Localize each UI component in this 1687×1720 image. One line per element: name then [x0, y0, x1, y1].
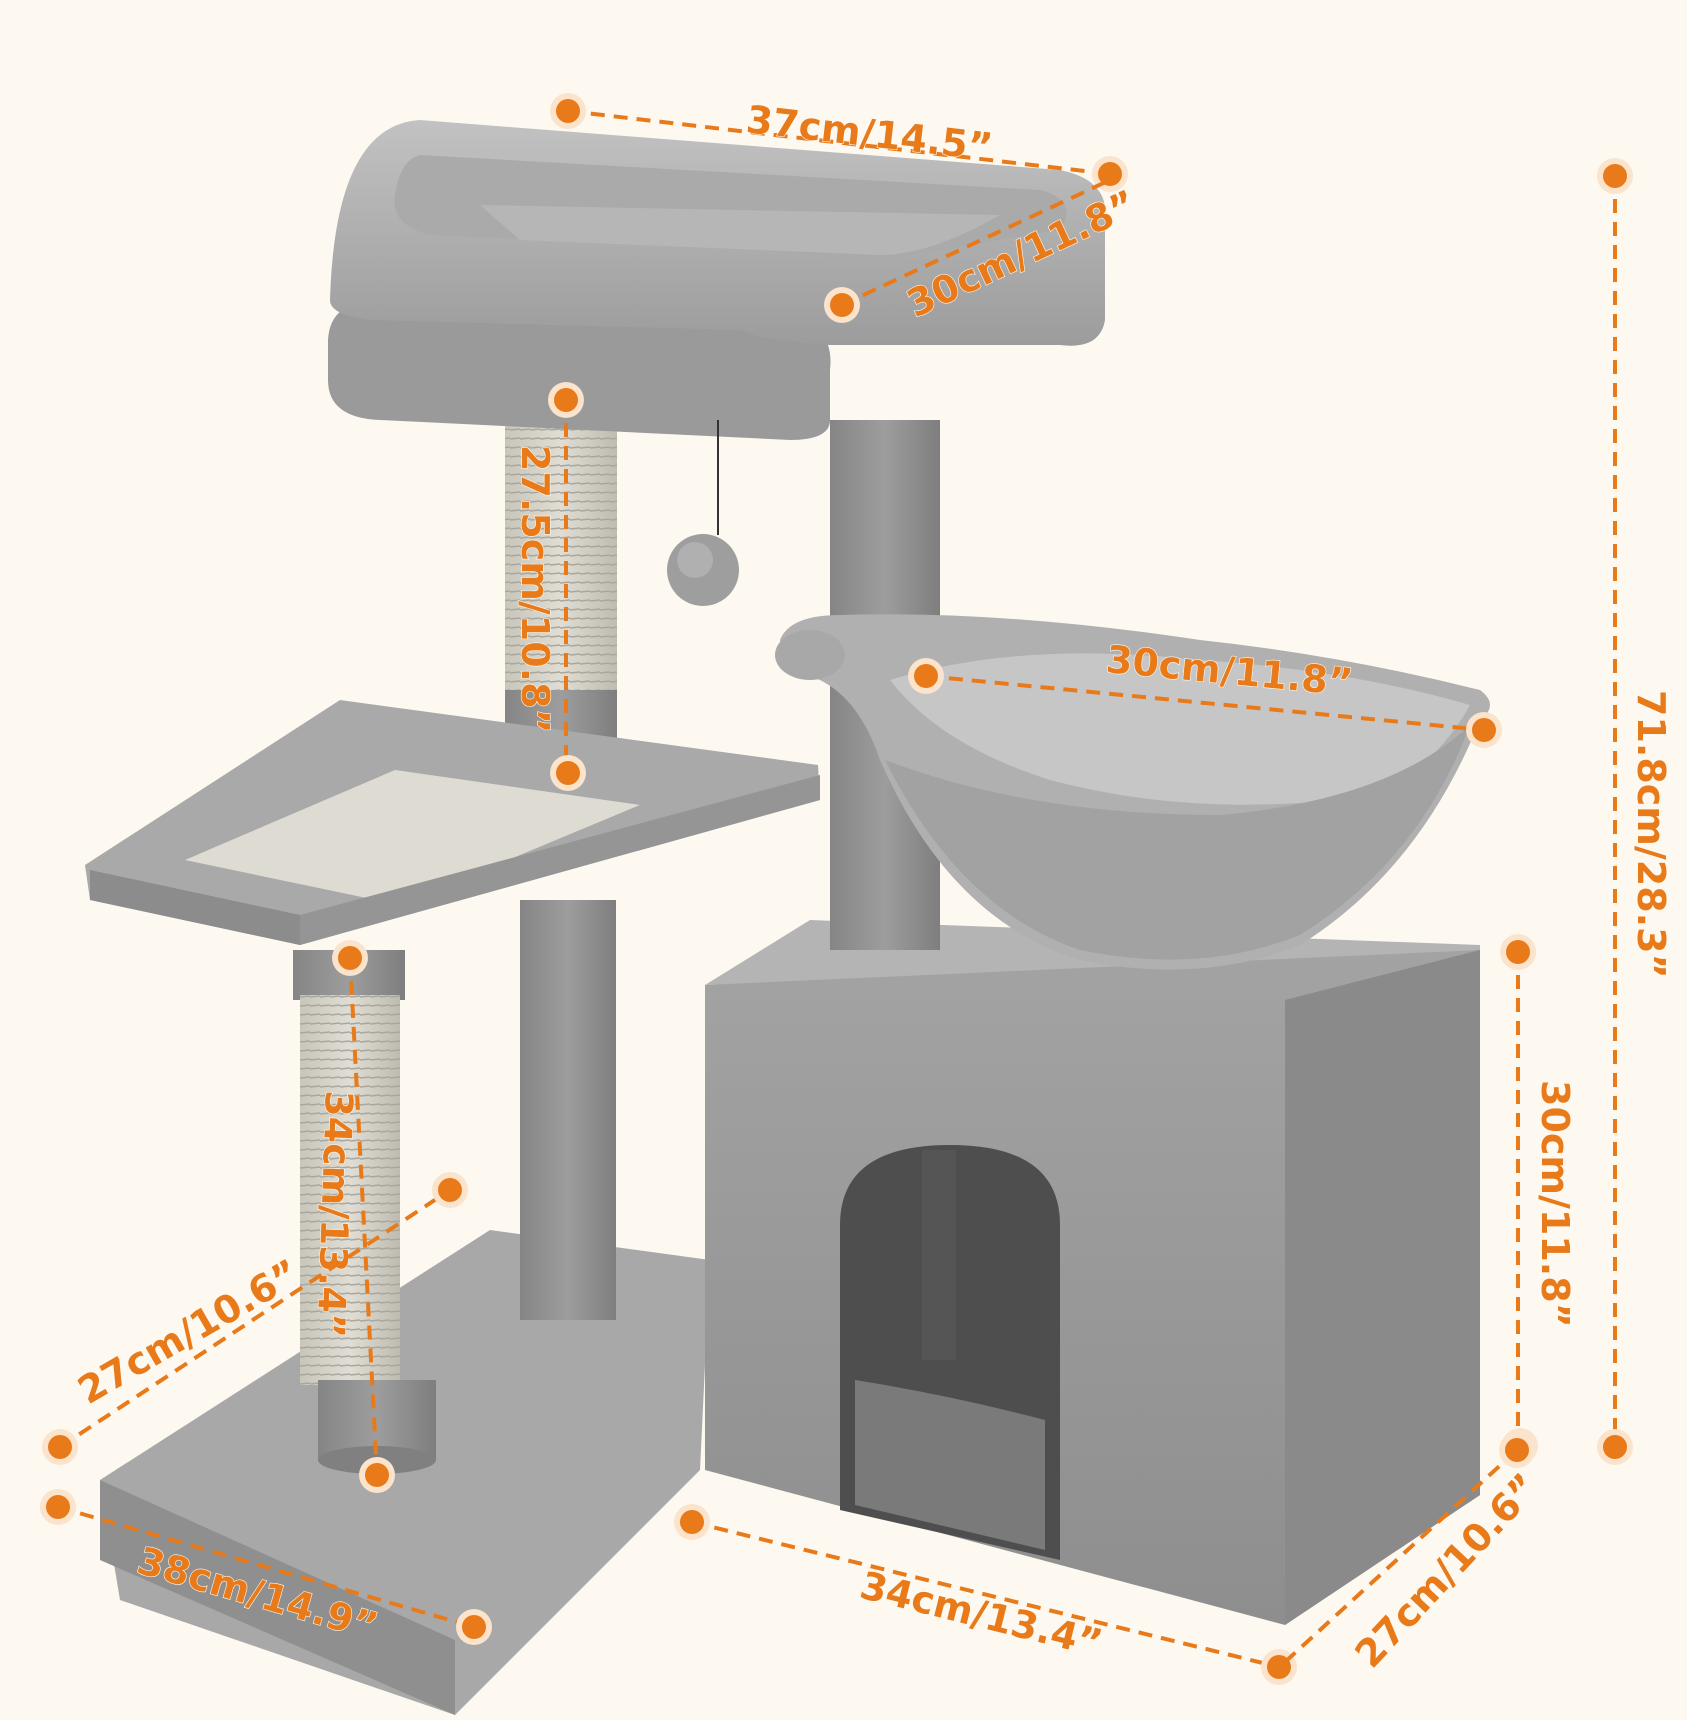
- label-total-height: 71.8cm/28.3”: [1629, 690, 1673, 979]
- left-base-board: [100, 1230, 710, 1715]
- pom-pom-toy: [667, 420, 739, 606]
- dim-lower-post-height: 34cm/13.4”: [308, 940, 395, 1493]
- middle-platform: [85, 700, 820, 945]
- label-upper-post-height: 27.5cm/10.8”: [513, 445, 557, 734]
- top-perch-bed: [328, 120, 1106, 440]
- label-condo-height: 30cm/11.8”: [1533, 1080, 1577, 1328]
- dim-upper-post-height: 27.5cm/10.8”: [512, 382, 586, 791]
- dim-total-height: 71.8cm/28.3”: [1597, 158, 1674, 1465]
- back-post-lower: [520, 900, 616, 1320]
- label-condo-width: 34cm/13.4”: [856, 1563, 1107, 1666]
- label-lower-post-height: 34cm/13.4”: [308, 1090, 361, 1339]
- basket-bed: [775, 614, 1490, 970]
- product-illustration: [85, 120, 1490, 1715]
- condo-box: [705, 920, 1480, 1625]
- dim-condo-height: 30cm/11.8”: [1500, 934, 1578, 1464]
